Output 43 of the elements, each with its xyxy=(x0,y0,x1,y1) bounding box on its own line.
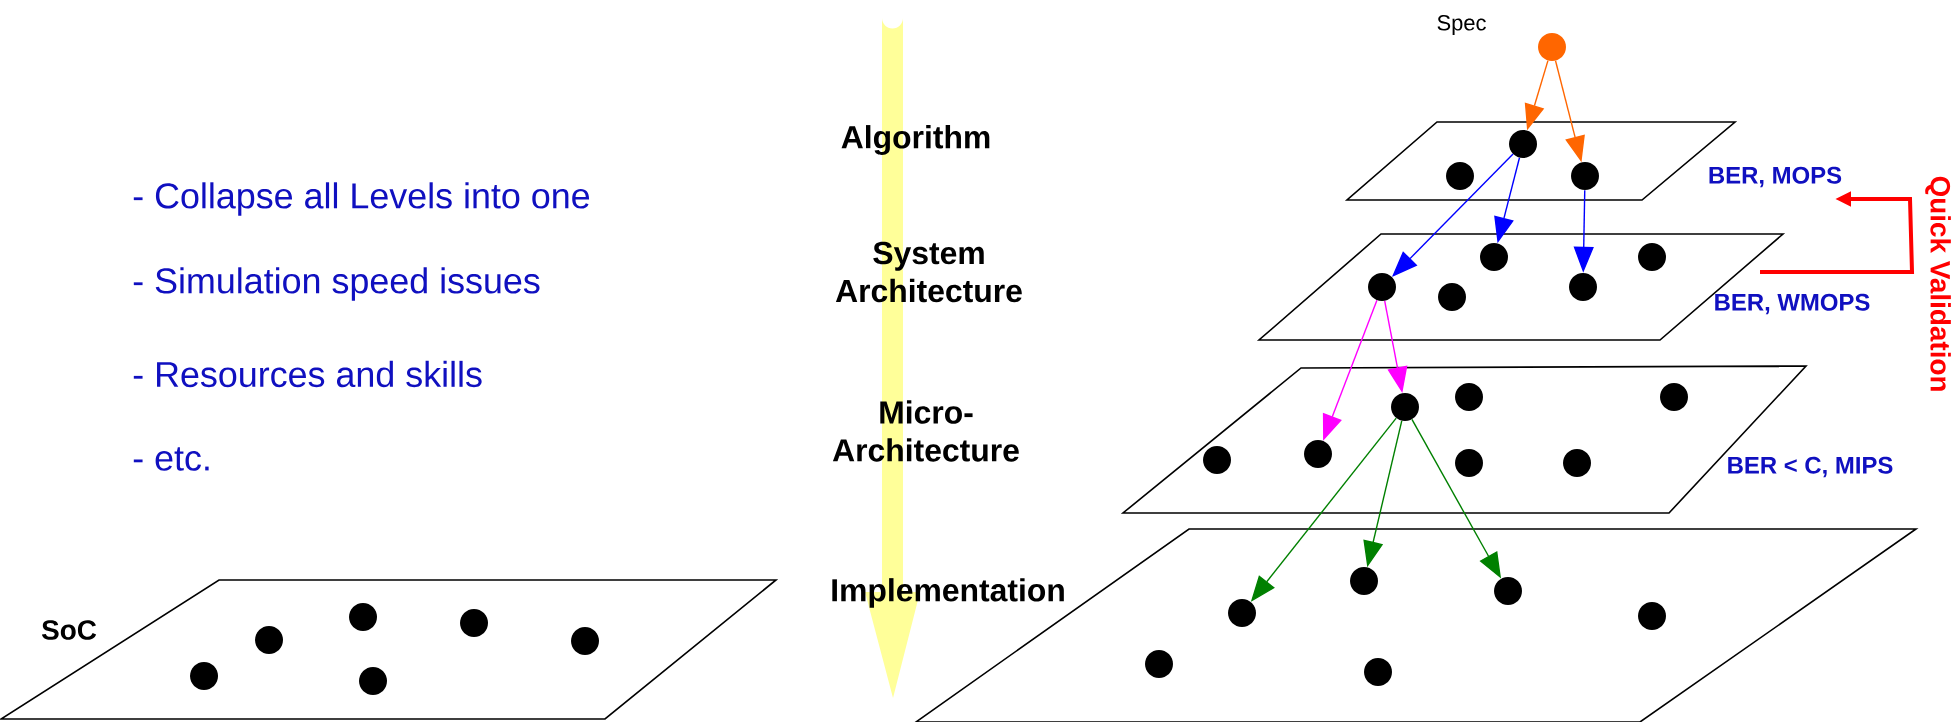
dot xyxy=(1438,283,1466,311)
metric-label: BER, WMOPS xyxy=(1715,293,1870,315)
dot xyxy=(359,667,387,695)
dot xyxy=(1203,446,1231,474)
dot xyxy=(349,603,377,631)
dot xyxy=(460,609,488,637)
dot xyxy=(1304,440,1332,468)
dot xyxy=(1509,130,1537,158)
bullet-text: - Collapse all Levels into one xyxy=(133,182,590,216)
dot xyxy=(1480,243,1508,271)
side-label: Quick Validation xyxy=(1925,176,1951,391)
dot xyxy=(1228,599,1256,627)
dot xyxy=(1660,383,1688,411)
dot xyxy=(1569,273,1597,301)
dot xyxy=(1391,393,1419,421)
metric-label: BER, MOPS xyxy=(1709,166,1842,188)
dot xyxy=(1145,650,1173,678)
dot xyxy=(1364,658,1392,686)
level-label: Algorithm xyxy=(841,125,990,155)
dot xyxy=(1638,602,1666,630)
bullet-text: - etc. xyxy=(133,447,209,471)
dot xyxy=(255,626,283,654)
dot xyxy=(1571,162,1599,190)
level-label: Micro-Architecture xyxy=(832,400,1019,462)
dot xyxy=(1638,243,1666,271)
dot xyxy=(1350,567,1378,595)
dot xyxy=(1446,162,1474,190)
bullet-text: - Simulation speed issues xyxy=(133,267,540,301)
side-label: SoC xyxy=(41,620,97,640)
dot xyxy=(1538,33,1566,61)
dot xyxy=(190,662,218,690)
dot xyxy=(1455,383,1483,411)
level-label: Implementation xyxy=(832,578,1064,608)
metric-label: BER < C, MIPS xyxy=(1728,456,1893,478)
dot xyxy=(1455,449,1483,477)
dot xyxy=(1494,577,1522,605)
bullet-text: - Resources and skills xyxy=(133,360,482,388)
node-caption: Spec xyxy=(1437,15,1486,35)
dot xyxy=(571,627,599,655)
arrow xyxy=(1392,153,1514,277)
dot xyxy=(1563,449,1591,477)
dot xyxy=(1368,273,1396,301)
level-label: System Architecture xyxy=(835,241,1022,303)
